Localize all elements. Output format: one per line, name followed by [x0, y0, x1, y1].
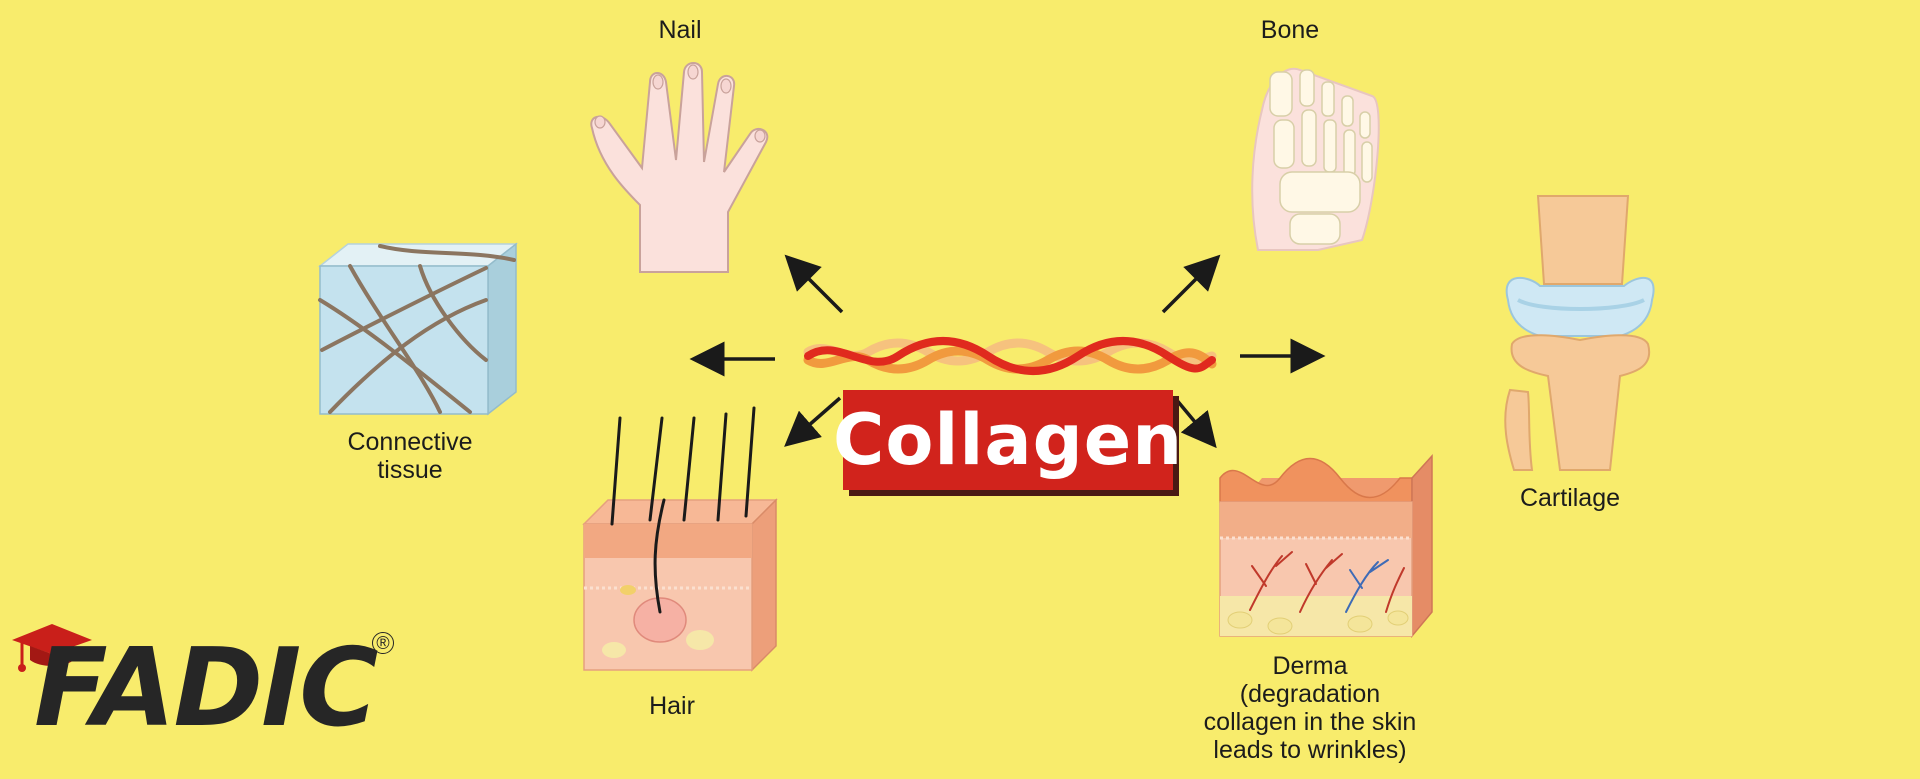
knee-cartilage-icon — [1504, 195, 1655, 471]
arrow-to-hair — [784, 396, 842, 447]
logo-text: FADIC — [34, 626, 379, 751]
connective-tissue-cube-icon — [317, 242, 519, 416]
arrow-to-bone — [1161, 254, 1221, 314]
label-bone: Bone — [1260, 16, 1320, 44]
label-connective-tissue: Connective tissue — [347, 428, 473, 484]
hair-skin-section-icon — [582, 406, 778, 672]
derma-skin-section-icon — [1219, 454, 1433, 639]
label-hair: Hair — [649, 692, 695, 720]
collagen-title: Collagen — [832, 399, 1184, 481]
label-nail: Nail — [658, 16, 702, 44]
label-cartilage: Cartilage — [1519, 484, 1621, 512]
arrows — [689, 254, 1326, 449]
arrow-to-nail — [784, 254, 844, 314]
registered-mark: ® — [372, 632, 394, 654]
label-derma: Derma (degradation collagen in the skin … — [1203, 652, 1417, 764]
foot-bone-icon — [1251, 67, 1380, 251]
collagen-fiber-icon — [803, 337, 1217, 375]
arrow-to-derma — [1173, 396, 1217, 449]
fadic-logo: FADIC ® — [12, 618, 394, 758]
hand-icon — [590, 62, 769, 273]
graduation-cap-icon — [12, 624, 92, 672]
collagen-title-box: Collagen — [833, 390, 1182, 490]
